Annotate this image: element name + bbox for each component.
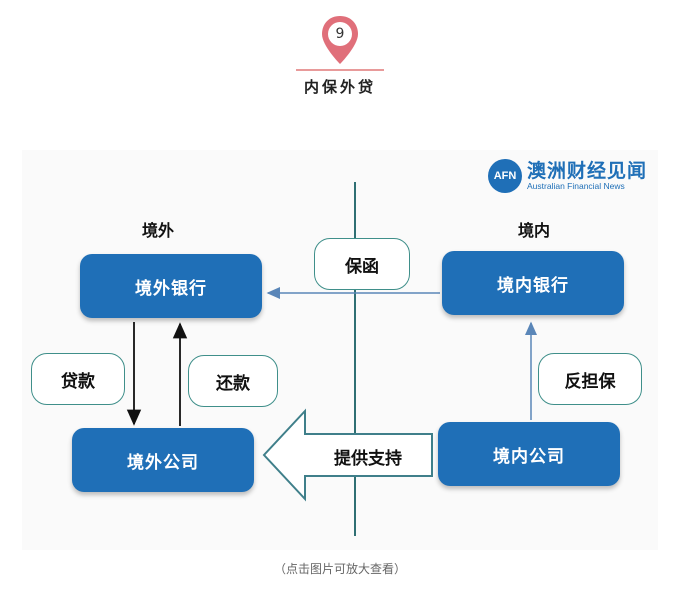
logo-mark: AFN [488,159,522,193]
footer-caption: （点击图片可放大查看） [273,562,406,576]
onshore-bank-node: 境内银行 [442,251,624,315]
onshore-company-label: 境内公司 [493,446,565,467]
counter-guarantee-label-box: 反担保 [538,353,642,405]
header-badge: 9 [320,14,360,66]
support-block-arrow [262,408,433,502]
logo-name-en: Australian Financial News [527,180,625,191]
repayment-label-box: 还款 [188,355,278,407]
loan-label: 贷款 [61,371,95,392]
guarantee-label-box: 保函 [314,238,410,290]
page-title: 内保外贷 [303,78,376,96]
loan-label-box: 贷款 [31,353,125,405]
offshore-label: 境外 [142,221,175,240]
support-label: 提供支持 [334,449,402,469]
offshore-bank-node: 境外银行 [80,254,262,318]
repayment-label: 还款 [216,373,250,394]
guarantee-label: 保函 [345,256,379,277]
onshore-company-node: 境内公司 [438,422,620,486]
map-pin-icon [322,16,358,64]
offshore-bank-label: 境外银行 [135,278,207,299]
title-divider [296,69,384,71]
offshore-company-label: 境外公司 [127,452,199,473]
onshore-bank-label: 境内银行 [497,275,569,296]
onshore-label: 境内 [518,221,551,240]
badge-number: 9 [335,26,345,42]
offshore-company-node: 境外公司 [72,428,254,492]
logo: AFN 澳洲财经见闻 Australian Financial News [488,158,658,194]
counter-guarantee-label: 反担保 [564,371,616,392]
logo-name-cn: 澳洲财经见闻 [527,159,648,182]
